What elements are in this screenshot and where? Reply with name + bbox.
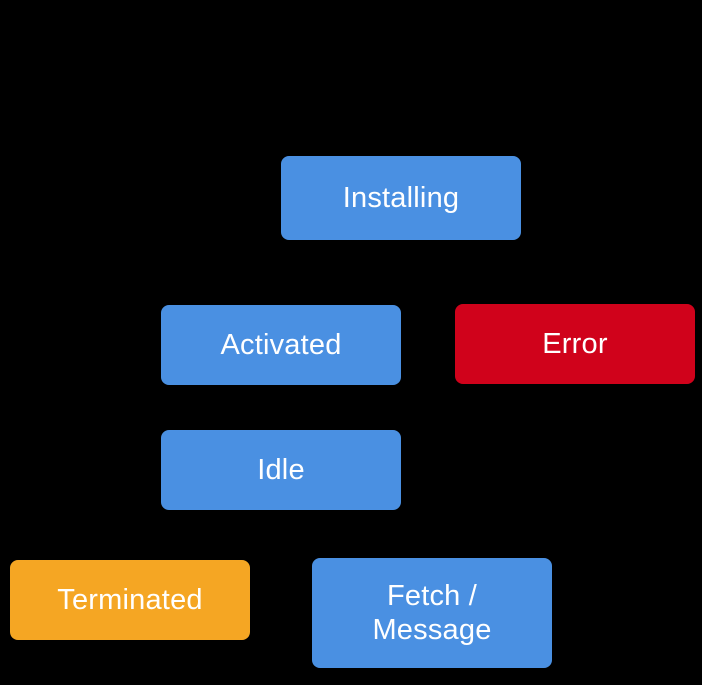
edge-fetch-message-idle xyxy=(354,510,481,558)
state-node-activated[interactable]: Activated xyxy=(161,305,401,385)
state-node-installing[interactable]: Installing xyxy=(281,156,521,240)
state-node-terminated[interactable]: Terminated xyxy=(10,560,250,640)
edge-installing-error xyxy=(439,240,581,304)
state-node-error-label: Error xyxy=(542,327,608,360)
state-node-idle[interactable]: Idle xyxy=(161,430,401,510)
state-node-fetch-message-label: Fetch / Message xyxy=(372,579,492,646)
edge-idle-terminated xyxy=(124,510,221,560)
edge-installing-activated xyxy=(275,240,382,305)
state-node-installing-label: Installing xyxy=(342,181,460,214)
state-node-error[interactable]: Error xyxy=(455,304,695,384)
edge-idle-fetch-message xyxy=(319,510,426,558)
state-node-fetch-message[interactable]: Fetch / Message xyxy=(312,558,552,668)
state-node-terminated-label: Terminated xyxy=(57,583,203,616)
state-node-activated-label: Activated xyxy=(220,328,342,361)
state-node-idle-label: Idle xyxy=(257,453,305,486)
